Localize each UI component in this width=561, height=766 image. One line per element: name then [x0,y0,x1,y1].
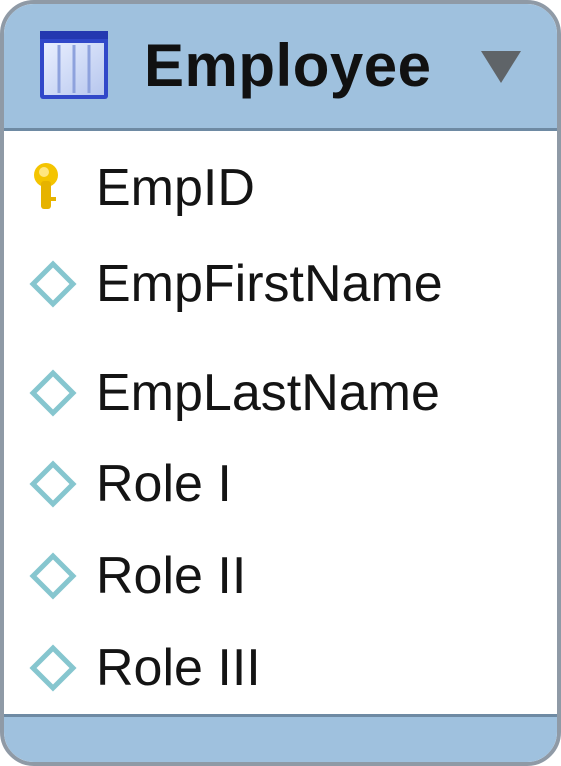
column-list: EmpID EmpFirstName EmpLastName Role I Ro [4,131,557,714]
column-label: EmpID [96,159,255,217]
attribute-diamond-icon [29,552,77,600]
attribute-diamond-icon [29,369,77,417]
attribute-diamond-icon [29,644,77,692]
column-row-role-iii[interactable]: Role III [4,633,557,697]
primary-key-icon [34,163,58,209]
triangle-down-icon[interactable] [479,49,523,85]
column-row-empid[interactable]: EmpID [4,153,557,217]
entity-title: Employee [144,32,432,99]
column-label: Role II [96,547,247,605]
column-row-emplastname[interactable]: EmpLastName [4,358,557,422]
column-label: Role III [96,639,261,697]
attribute-diamond-icon [29,460,77,508]
entity-footer [4,714,557,762]
entity-header[interactable]: Employee [4,4,557,131]
table-icon [40,31,108,99]
column-row-role-ii[interactable]: Role II [4,541,557,605]
attribute-diamond-icon [29,260,77,308]
column-label: EmpLastName [96,364,440,422]
column-row-empfirstname[interactable]: EmpFirstName [4,249,557,313]
column-row-role-i[interactable]: Role I [4,449,557,513]
column-label: EmpFirstName [96,255,443,313]
column-label: Role I [96,455,232,513]
